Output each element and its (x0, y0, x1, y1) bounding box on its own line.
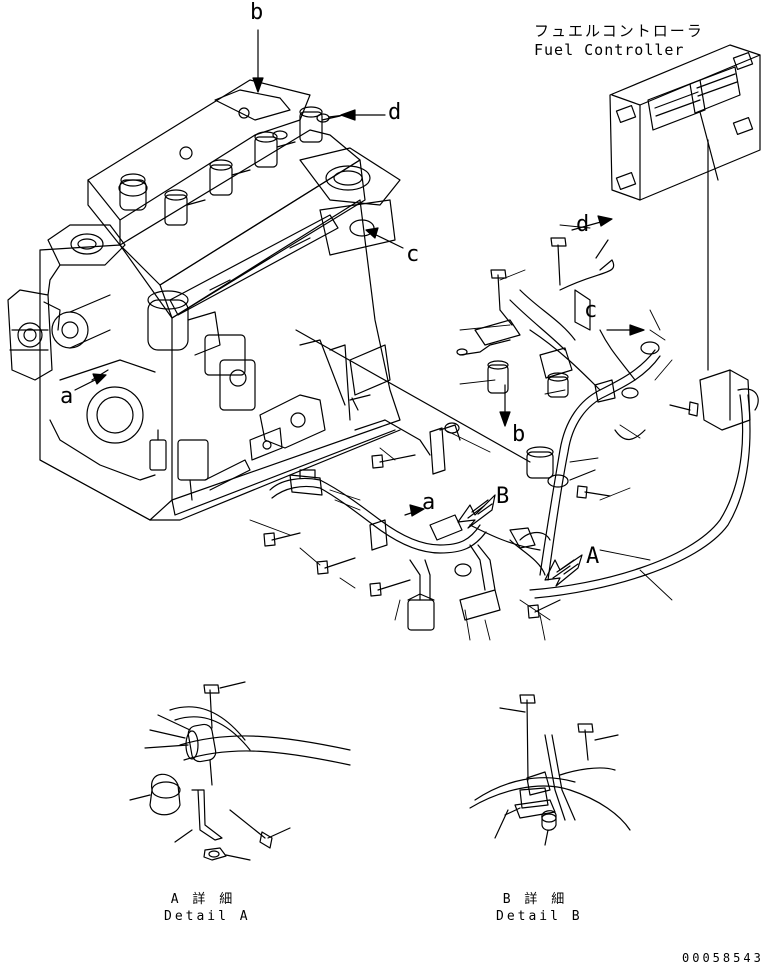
detail-a-drawing (129, 681, 351, 861)
callout-c-harness: c (584, 298, 598, 323)
callout-d-top: d (388, 100, 402, 125)
callout-arrows (74, 29, 645, 517)
callout-B-arrow: B (496, 484, 510, 509)
engine-assembly (7, 79, 401, 521)
view-arrow-b (457, 494, 496, 529)
callout-b-top: b (250, 0, 264, 25)
callout-c-engine: c (406, 242, 420, 267)
callout-a-harness: a (422, 490, 436, 515)
part-leader-lines (249, 224, 673, 641)
detail-a-label-jp: A 詳 細 (170, 892, 236, 907)
fuel-controller-label-jp: フュエルコントローラ (534, 22, 704, 40)
callout-b-harness: b (512, 422, 526, 447)
callout-A-arrow: A (586, 544, 600, 569)
bolts (263, 237, 699, 619)
view-arrow-a (544, 554, 583, 587)
fuel-controller-label-en: Fuel Controller (534, 41, 685, 59)
wiring-harness (269, 259, 759, 631)
detail-b-drawing (469, 694, 631, 846)
detail-a-label-en: Detail A (164, 909, 251, 924)
callout-d-harness: d (576, 212, 590, 237)
detail-b-label-jp: B 詳 細 (502, 892, 568, 907)
fuel-controller (609, 44, 761, 371)
detail-b-label-en: Detail B (496, 909, 583, 924)
drawing-code: 00058543 (682, 951, 764, 965)
callout-a-engine: a (60, 384, 74, 409)
harness-brackets (369, 427, 463, 551)
